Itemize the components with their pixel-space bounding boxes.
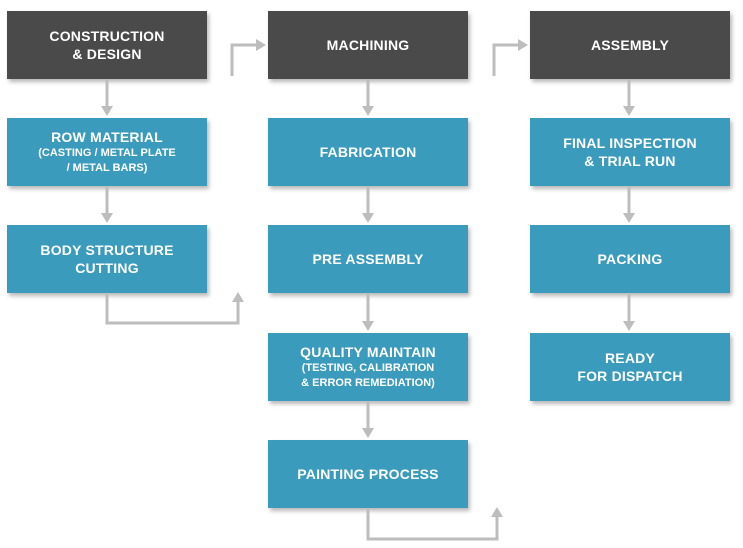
arrowhead-icon [623,321,635,331]
step-title: & TRIAL RUN [584,153,676,169]
step-title: PACKING [597,251,663,267]
arrowhead-icon [518,39,528,51]
step-row-material: ROW MATERIAL (CASTING / METAL PLATE / ME… [7,118,207,186]
arrowhead-icon [101,106,113,116]
arrowhead-icon [232,292,244,302]
connector-elbow [105,294,240,325]
header-line: & DESIGN [72,46,142,62]
step-title: CUTTING [75,260,139,276]
step-pre-assembly: PRE ASSEMBLY [268,225,468,293]
step-packing: PACKING [530,225,730,293]
connector-elbow [366,509,499,541]
step-title: ROW MATERIAL [51,129,163,145]
step-subtitle: / METAL BARS) [66,162,148,174]
step-body-structure-cutting: BODY STRUCTURE CUTTING [7,225,207,293]
step-subtitle: (CASTING / METAL PLATE [38,147,176,159]
arrowhead-icon [362,321,374,331]
arrowhead-icon [623,106,635,116]
arrowhead-icon [362,428,374,438]
header-line: CONSTRUCTION [49,28,165,44]
arrowhead-icon [362,106,374,116]
arrowhead-icon [362,213,374,223]
step-title: FINAL INSPECTION [563,135,697,151]
connector-elbow [230,43,258,76]
step-title: FOR DISPATCH [577,368,683,384]
step-painting-process: PAINTING PROCESS [268,440,468,508]
step-final-inspection: FINAL INSPECTION & TRIAL RUN [530,118,730,186]
arrowhead-icon [623,213,635,223]
step-title: QUALITY MAINTAIN [300,344,436,360]
header-line: MACHINING [326,37,410,53]
step-fabrication: FABRICATION [268,118,468,186]
step-quality-maintain: QUALITY MAINTAIN (TESTING, CALIBRATION &… [268,333,468,401]
header-line: ASSEMBLY [590,37,670,53]
arrowhead-icon [101,213,113,223]
arrowhead-icon [491,507,503,517]
connector-elbow [492,43,520,76]
step-subtitle: (TESTING, CALIBRATION [301,362,435,374]
header-construction-design: CONSTRUCTION & DESIGN [7,11,207,79]
header-machining: MACHINING [268,11,468,79]
step-title: PRE ASSEMBLY [312,251,424,267]
step-title: BODY STRUCTURE [40,242,174,258]
header-assembly: ASSEMBLY [530,11,730,79]
step-title: READY [604,350,655,366]
step-ready-for-dispatch: READY FOR DISPATCH [530,333,730,401]
step-title: FABRICATION [319,144,417,160]
arrowhead-icon [256,39,266,51]
step-title: PAINTING PROCESS [297,466,439,482]
step-subtitle: & ERROR REMEDIATION) [301,377,435,389]
